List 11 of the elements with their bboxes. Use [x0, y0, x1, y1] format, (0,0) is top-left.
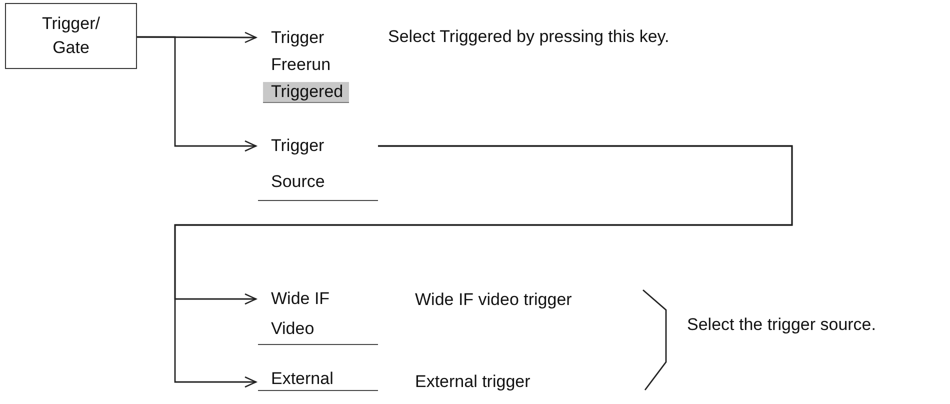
arrow [174, 145, 793, 388]
key-box: Trigger/ Gate [5, 3, 137, 69]
softkey-label: External [258, 368, 378, 391]
softkey-label: Wide IF Video [258, 284, 378, 345]
arrow [137, 36, 257, 152]
note-text: Select the trigger source. [687, 314, 876, 336]
softkey-label: Trigger Source [258, 128, 378, 201]
softkey-label: Trigger Freerun Triggered [258, 24, 378, 103]
description-text: Wide IF video trigger [415, 289, 572, 311]
description-text: Select Triggered by pressing this key. [388, 26, 670, 48]
description-text: External trigger [415, 371, 530, 393]
